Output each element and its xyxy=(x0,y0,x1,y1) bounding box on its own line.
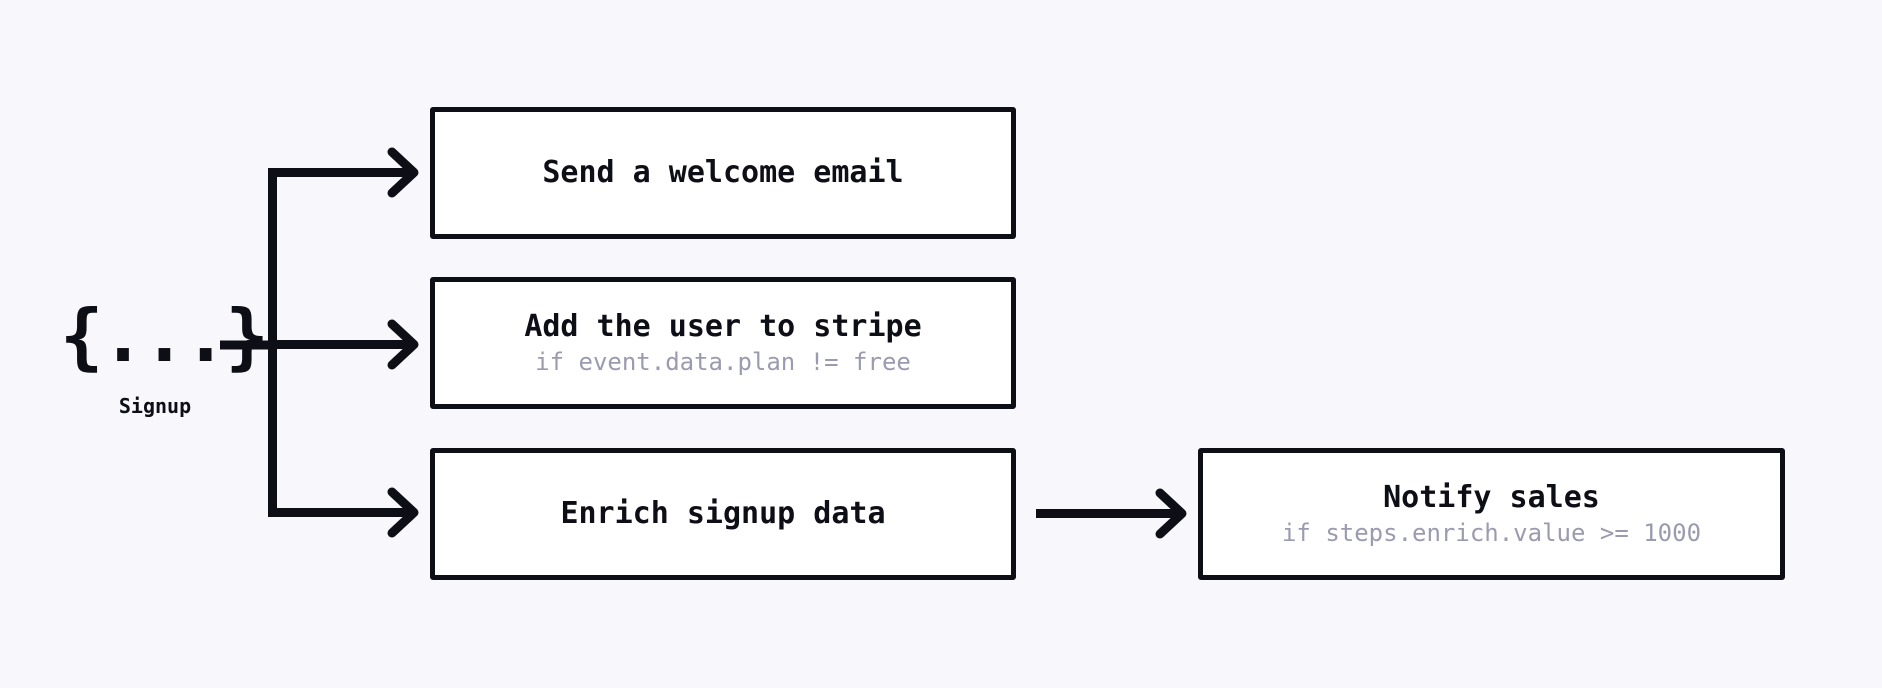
arrowhead-welcome-email xyxy=(387,147,419,198)
step-title: Notify sales xyxy=(1383,479,1600,515)
step-title: Add the user to stripe xyxy=(524,308,922,344)
step-node-notify-sales[interactable]: Notify sales if steps.enrich.value >= 10… xyxy=(1198,448,1785,580)
arrowhead-enrich xyxy=(387,487,419,538)
trigger-node[interactable]: {...} Signup xyxy=(60,294,269,418)
json-braces-icon: {...} xyxy=(60,294,269,378)
step-condition: if steps.enrich.value >= 1000 xyxy=(1281,519,1702,548)
arrowhead-add-stripe xyxy=(387,319,419,370)
step-node-welcome-email[interactable]: Send a welcome email xyxy=(430,107,1016,239)
step-title: Enrich signup data xyxy=(560,495,886,531)
step-node-enrich[interactable]: Enrich signup data xyxy=(430,448,1016,580)
trigger-label: Signup xyxy=(118,394,192,418)
step-node-add-stripe[interactable]: Add the user to stripe if event.data.pla… xyxy=(430,277,1016,409)
step-condition: if event.data.plan != free xyxy=(535,348,911,377)
arrowhead-notify-sales xyxy=(1155,488,1187,539)
step-title: Send a welcome email xyxy=(542,154,904,190)
